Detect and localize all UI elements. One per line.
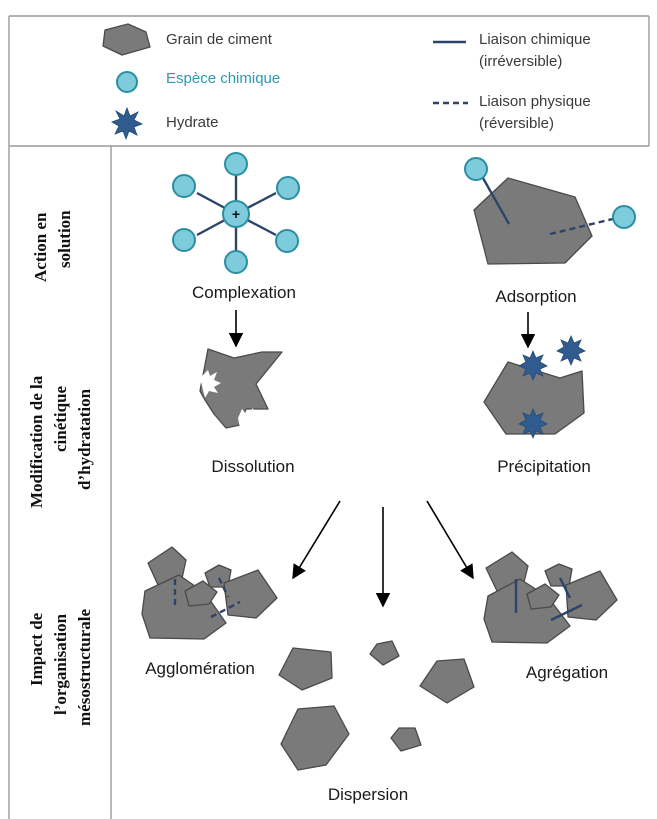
dissolution-figure: Dissolution bbox=[199, 348, 295, 476]
legend-chemical-bond-line1: Liaison chimique bbox=[479, 31, 591, 48]
svg-text:d’hydratation: d’hydratation bbox=[75, 388, 94, 490]
hydrate-star bbox=[518, 407, 548, 440]
svg-text:solution: solution bbox=[55, 210, 74, 268]
cement-grain bbox=[199, 348, 283, 429]
legend: Grain de ciment Espèce chimique Hydrate … bbox=[102, 23, 591, 141]
physical-bond bbox=[217, 577, 230, 598]
cement-grain bbox=[390, 727, 422, 752]
dispersion-figure: Dispersion bbox=[278, 640, 475, 804]
species-circle bbox=[224, 250, 248, 274]
cement-grain bbox=[565, 570, 618, 621]
legend-chemical-bond-line2: (irréversible) bbox=[479, 53, 562, 70]
cement-grain bbox=[278, 647, 333, 691]
cement-grain bbox=[473, 177, 593, 265]
dissolution-notch bbox=[200, 370, 221, 398]
legend-physical-bond-line2: (réversible) bbox=[479, 115, 554, 132]
cement-grain bbox=[544, 563, 573, 587]
species-circle bbox=[224, 152, 248, 176]
central-cation-circle bbox=[222, 200, 250, 228]
hydrate-star bbox=[518, 349, 548, 382]
arrow-to-agglomeration bbox=[292, 500, 341, 580]
hydrate-star bbox=[556, 334, 586, 367]
adsorption-figure: Adsorption bbox=[464, 157, 636, 306]
legend-species-icon bbox=[116, 71, 138, 93]
legend-species-label: Espèce chimique bbox=[166, 70, 280, 87]
svg-text:Action en: Action en bbox=[31, 212, 50, 282]
agglomeration-label: Agglomération bbox=[145, 659, 255, 678]
aggregation-figure: Agrégation bbox=[483, 551, 618, 682]
chemical-bond bbox=[558, 577, 572, 599]
physical-bond bbox=[210, 600, 241, 619]
complexation-figure: + Complexation bbox=[172, 152, 300, 302]
row-label-mesostructure: Impact de l’organisation mésostructurale bbox=[27, 608, 94, 726]
complexation-label: Complexation bbox=[192, 283, 296, 302]
species-circle bbox=[612, 205, 636, 229]
physical-bond bbox=[549, 215, 622, 236]
cement-grain bbox=[184, 580, 218, 607]
charge-symbol: + bbox=[232, 206, 240, 222]
cement-grain bbox=[280, 705, 350, 771]
legend-physical-bond-line1: Liaison physique bbox=[479, 93, 591, 110]
species-circle bbox=[172, 228, 196, 252]
svg-text:cinétique: cinétique bbox=[51, 385, 70, 452]
dissolution-notch bbox=[238, 408, 268, 428]
cement-grain bbox=[419, 658, 475, 704]
legend-grain-icon bbox=[102, 23, 151, 56]
cement-grain bbox=[483, 578, 571, 644]
species-circle bbox=[275, 229, 299, 253]
row-label-kinetics: Modification de la cinétique d’hydratati… bbox=[27, 375, 94, 508]
legend-grain-label: Grain de ciment bbox=[166, 31, 273, 48]
chemical-bond bbox=[477, 170, 511, 225]
cement-grain bbox=[369, 640, 400, 666]
adsorption-label: Adsorption bbox=[495, 287, 576, 306]
agglomeration-figure: Agglomération bbox=[141, 546, 278, 678]
precipitation-label: Précipitation bbox=[497, 457, 591, 476]
cement-grain bbox=[483, 361, 585, 435]
chemical-bond bbox=[550, 603, 583, 622]
precipitation-figure: Précipitation bbox=[483, 334, 591, 476]
frame bbox=[8, 15, 650, 819]
dispersion-label: Dispersion bbox=[328, 785, 408, 804]
species-circle bbox=[172, 174, 196, 198]
legend-hydrate-icon bbox=[111, 106, 143, 141]
aggregation-label: Agrégation bbox=[526, 663, 608, 682]
cement-grain bbox=[223, 569, 278, 619]
cement-grain bbox=[141, 574, 227, 640]
arrow-to-aggregation bbox=[426, 500, 474, 580]
cement-grain bbox=[204, 564, 232, 588]
species-circle bbox=[276, 176, 300, 200]
dissolution-label: Dissolution bbox=[211, 457, 294, 476]
svg-text:Modification de la: Modification de la bbox=[27, 375, 46, 508]
species-circle bbox=[464, 157, 488, 181]
legend-hydrate-label: Hydrate bbox=[166, 114, 219, 131]
cement-grain bbox=[526, 583, 560, 610]
svg-text:Impact de: Impact de bbox=[27, 612, 46, 686]
svg-text:mésostructurale: mésostructurale bbox=[75, 608, 94, 726]
svg-text:l’organisation: l’organisation bbox=[51, 613, 70, 715]
row-label-action: Action en solution bbox=[31, 210, 74, 282]
